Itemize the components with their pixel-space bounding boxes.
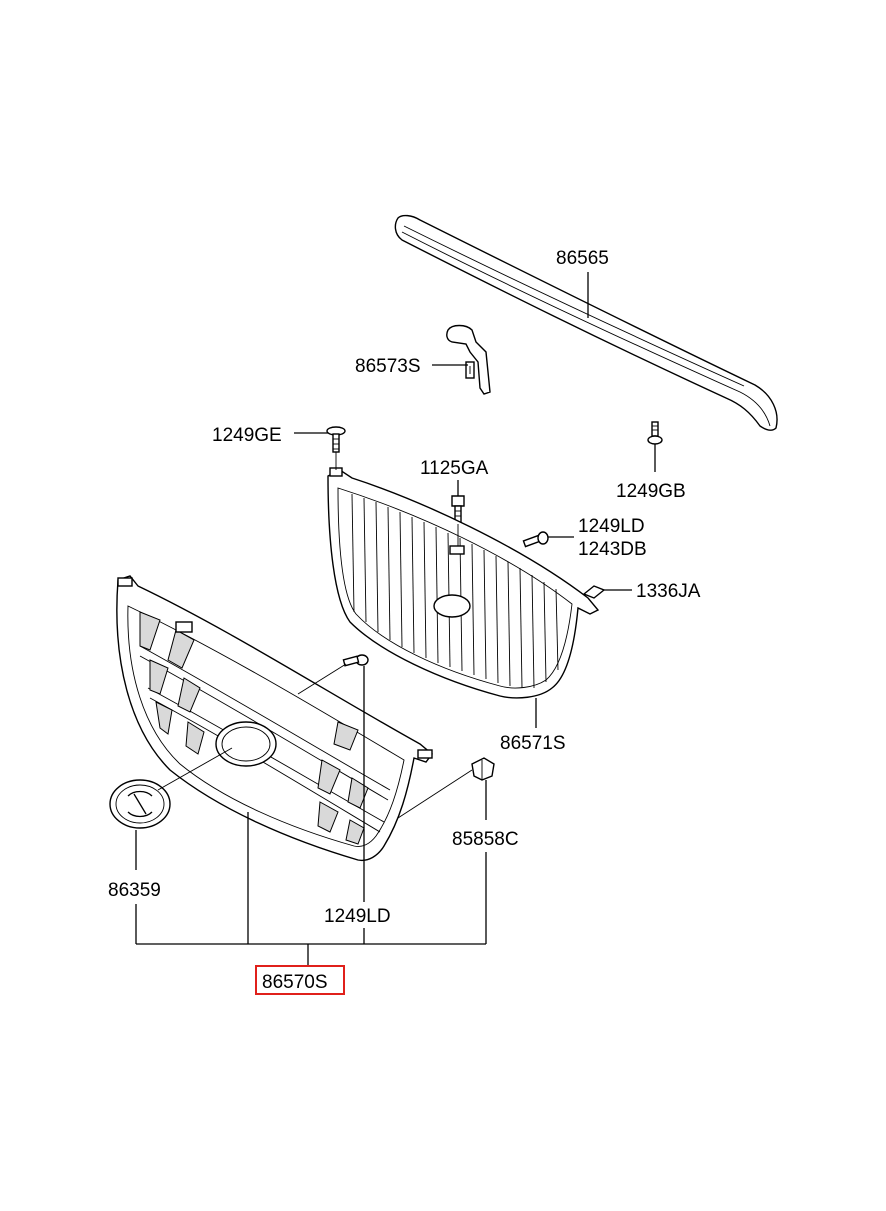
- screw-1249gb-part[interactable]: [647, 421, 663, 445]
- screw-1249ld-1243db-part[interactable]: [522, 531, 549, 548]
- part-labels: 86565 86573S 1249GE 1125GA 1249GB 1249LD…: [108, 248, 701, 995]
- label-1125ga[interactable]: 1125GA: [420, 458, 489, 479]
- screw-1125ga-part[interactable]: [451, 495, 465, 525]
- label-86573s[interactable]: 86573S: [355, 356, 421, 377]
- label-86571s[interactable]: 86571S: [500, 733, 566, 754]
- label-1249ld-upper[interactable]: 1249LD: [578, 516, 645, 537]
- bracket-part[interactable]: [446, 324, 491, 395]
- upper-molding-part[interactable]: [394, 214, 778, 431]
- label-1336ja[interactable]: 1336JA: [636, 581, 701, 602]
- label-86359[interactable]: 86359: [108, 880, 161, 901]
- screw-1249ld-lower-part[interactable]: [342, 654, 369, 667]
- inner-grille-part[interactable]: [327, 467, 600, 699]
- emblem-86359-part[interactable]: [109, 779, 171, 829]
- clip-1336ja-part[interactable]: [582, 585, 606, 599]
- label-85858c[interactable]: 85858C: [452, 829, 519, 850]
- main-grille-openings: [139, 611, 369, 845]
- label-86570s[interactable]: 86570S: [262, 972, 328, 993]
- clip-85858c-part[interactable]: [471, 757, 495, 781]
- assembly-highlight-box: [255, 965, 345, 995]
- label-1243db[interactable]: 1243DB: [578, 539, 647, 560]
- label-1249ge[interactable]: 1249GE: [212, 425, 282, 446]
- main-grille-part[interactable]: [116, 575, 433, 862]
- screw-1249ge-part[interactable]: [326, 426, 346, 453]
- leader-lines: [135, 272, 656, 966]
- label-1249ld-lower[interactable]: 1249LD: [324, 906, 391, 927]
- label-1249gb[interactable]: 1249GB: [616, 481, 686, 502]
- label-86565[interactable]: 86565: [556, 248, 609, 269]
